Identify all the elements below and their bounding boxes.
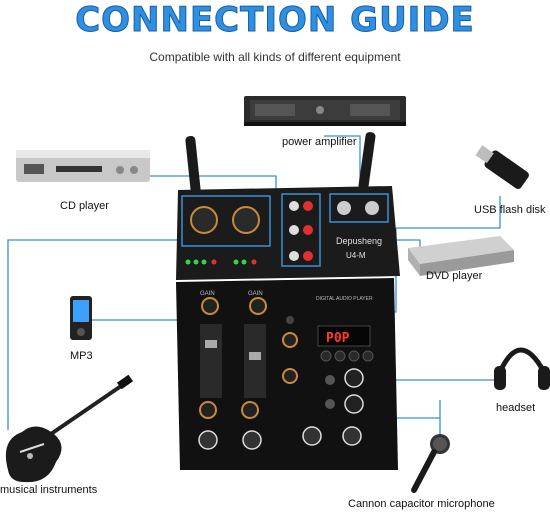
cd-player-image — [16, 150, 150, 182]
mixer-image: Depusheng U4-M P0P GAIN GAIN DIGITAL AUD… — [176, 132, 400, 470]
label-microphone: Cannon capacitor microphone — [348, 498, 495, 510]
label-musical-instruments: musical instruments — [0, 484, 97, 496]
line-instrument-left — [8, 240, 200, 430]
mixer-model: U4-M — [346, 251, 366, 260]
label-cd-player: CD player — [60, 200, 109, 212]
gain-label-1: GAIN — [200, 291, 215, 297]
gain-label-2: GAIN — [248, 291, 263, 297]
headset-image — [494, 350, 550, 390]
mp3-image — [70, 296, 92, 340]
usb-flash-disk-image — [473, 142, 530, 191]
digital-player-label: DIGITAL AUDIO PLAYER — [316, 296, 373, 302]
label-mp3: MP3 — [70, 350, 93, 362]
label-headset: headset — [496, 402, 535, 414]
power-amplifier-image — [244, 96, 406, 126]
guitar-image — [6, 375, 133, 482]
mixer-brand: Depusheng — [336, 236, 382, 246]
label-power-amplifier: power amplifier — [282, 136, 357, 148]
display-readout: P0P — [326, 331, 350, 346]
label-dvd-player: DVD player — [426, 270, 482, 282]
microphone-image — [414, 434, 450, 490]
label-usb-flash-disk: USB flash disk — [474, 204, 546, 216]
